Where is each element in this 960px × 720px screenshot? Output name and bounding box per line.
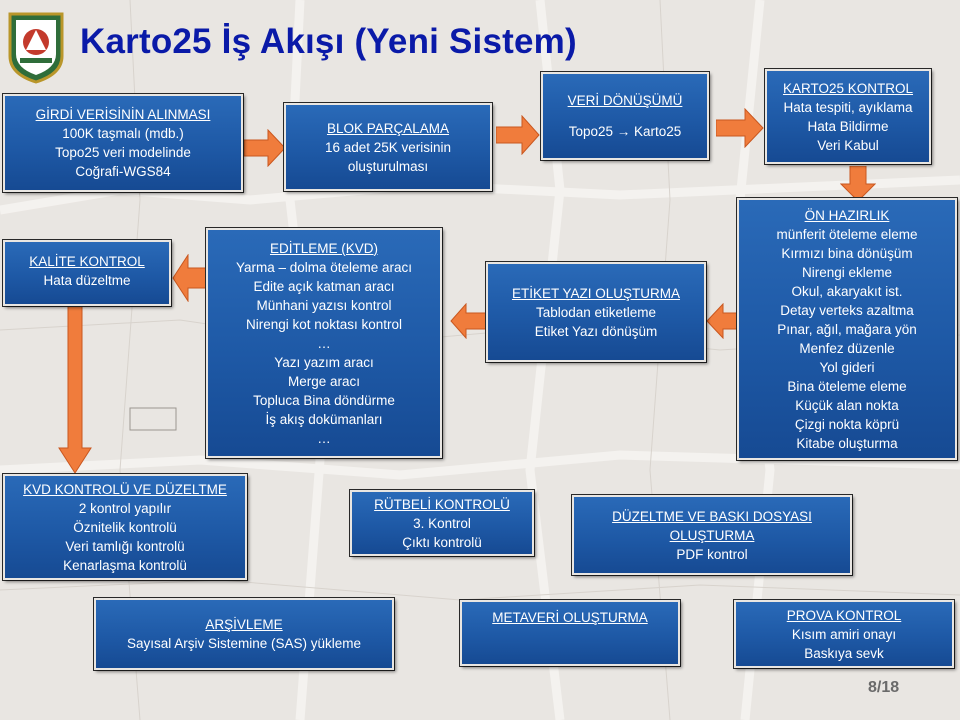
preparation-box: ÖN HAZIRLIK münferit öteleme eleme Kırmı… xyxy=(737,198,957,460)
box-title: ÖN HAZIRLIK xyxy=(804,207,890,223)
box-line: Kenarlaşma kontrolü xyxy=(63,557,187,573)
box-line: 3. Kontrol xyxy=(413,515,471,531)
box-line: … xyxy=(317,430,331,446)
box-line: Nirengi kot noktası kontrol xyxy=(245,316,403,332)
box-line: Topo25 → Karto25 xyxy=(568,124,682,139)
box-line: Topluca Bina döndürme xyxy=(253,392,395,408)
proof-control-box: PROVA KONTROL Kısım amiri onayı Baskıya … xyxy=(734,600,954,668)
box-line: Tablodan etiketleme xyxy=(535,304,657,320)
box-title: BLOK PARÇALAMA xyxy=(326,120,450,136)
box-line: Yazı yazım aracı xyxy=(274,354,374,370)
quality-control-box: KALİTE KONTROL Hata düzeltme xyxy=(3,240,171,306)
arrow-left-icon xyxy=(172,254,208,302)
box-line: Hata tespiti, ayıklama xyxy=(783,99,913,115)
box-title: KALİTE KONTROL xyxy=(29,254,145,269)
box-line: Çizgi nokta köprü xyxy=(794,416,900,432)
archive-box: ARŞİVLEME Sayısal Arşiv Sistemine (SAS) … xyxy=(94,598,394,670)
box-line: Okul, akaryakıt ist. xyxy=(791,283,903,299)
box-line: Topo25 veri modelinde xyxy=(55,145,191,160)
arrow-down-icon xyxy=(58,306,92,474)
page-title: Karto25 İş Akışı (Yeni Sistem) xyxy=(80,22,577,61)
karto25-control-box: KARTO25 KONTROL Hata tespiti, ayıklama H… xyxy=(765,69,931,164)
box-line: İş akış dokümanları xyxy=(265,411,383,427)
data-conversion-box: VERİ DÖNÜŞÜMÜ Topo25 → Karto25 xyxy=(541,72,709,160)
organization-logo xyxy=(8,12,64,84)
correction-print-box: DÜZELTME VE BASKI DOSYASI OLUŞTURMA PDF … xyxy=(572,495,852,575)
box-title: KARTO25 KONTROL xyxy=(782,80,914,96)
box-line: Merge aracı xyxy=(287,373,361,389)
box-line: Menfez düzenle xyxy=(799,340,895,356)
box-line: 100K taşmalı (mdb.) xyxy=(62,126,184,141)
box-line: Bina öteleme eleme xyxy=(787,378,907,394)
box-title: PROVA KONTROL xyxy=(786,607,902,623)
box-line: Pınar, ağıl, mağara yön xyxy=(777,321,917,337)
box-line: Hata düzeltme xyxy=(43,273,131,288)
box-line: Sayısal Arşiv Sistemine (SAS) yükleme xyxy=(126,636,362,651)
box-line: Veri tamlığı kontrolü xyxy=(65,538,185,554)
rank-control-box: RÜTBELİ KONTROLÜ 3. Kontrol Çıktı kontro… xyxy=(350,490,534,556)
box-line: Münhani yazısı kontrol xyxy=(256,297,392,313)
box-line: Edite açık katman aracı xyxy=(253,278,395,294)
box-line: … xyxy=(317,335,331,351)
box-title: GİRDİ VERİSİNİN ALINMASI xyxy=(35,107,211,122)
box-line: PDF kontrol xyxy=(676,546,748,562)
box-title: METAVERİ OLUŞTURMA xyxy=(492,610,648,625)
box-line: Yol gideri xyxy=(819,359,875,375)
arrow-left-icon xyxy=(450,303,488,339)
box-line: Baskıya sevk xyxy=(804,645,884,661)
box-line: oluşturulması xyxy=(347,158,429,174)
box-line: Veri Kabul xyxy=(817,137,879,153)
page-number: 8/18 xyxy=(868,679,900,696)
box-line: Detay verteks azaltma xyxy=(780,302,914,318)
box-line: 16 adet 25K verisinin xyxy=(324,139,452,155)
box-title: ARŞİVLEME xyxy=(205,617,283,632)
box-line: Kitabe oluşturma xyxy=(796,435,898,451)
editing-kvd-box: EDİTLEME (KVD) Yarma – dolma öteleme ara… xyxy=(206,228,442,458)
box-line: Kısım amiri onayı xyxy=(791,626,897,642)
arrow-right-icon xyxy=(716,108,764,148)
kvd-control-box: KVD KONTROLÜ VE DÜZELTME 2 kontrol yapıl… xyxy=(3,474,247,580)
box-title: KVD KONTROLÜ VE DÜZELTME xyxy=(23,481,227,497)
box-line: münferit öteleme eleme xyxy=(776,226,918,242)
input-data-box: GİRDİ VERİSİNİN ALINMASI 100K taşmalı (m… xyxy=(3,94,243,192)
box-line: Yarma – dolma öteleme aracı xyxy=(235,259,413,275)
box-title: ETİKET YAZI OLUŞTURMA xyxy=(511,285,681,301)
arrow-right-icon xyxy=(244,129,286,167)
box-line: Etiket Yazı dönüşüm xyxy=(534,323,658,339)
box-line: Coğrafi-WGS84 xyxy=(75,164,171,179)
metadata-box: METAVERİ OLUŞTURMA xyxy=(460,600,680,666)
block-split-box: BLOK PARÇALAMA 16 adet 25K verisinin olu… xyxy=(284,103,492,191)
arrow-down-icon xyxy=(840,166,876,202)
box-line: 2 kontrol yapılır xyxy=(78,500,172,516)
box-line: Nirengi ekleme xyxy=(801,264,893,280)
box-line: Kırmızı bina dönüşüm xyxy=(781,245,913,261)
arrow-right-icon xyxy=(496,115,540,155)
box-line: Çıktı kontrolü xyxy=(402,534,482,550)
box-title: EDİTLEME (KVD) xyxy=(269,240,378,256)
box-line: Küçük alan nokta xyxy=(795,397,899,413)
box-title: VERİ DÖNÜŞÜMÜ xyxy=(567,93,683,108)
box-title: RÜTBELİ KONTROLÜ xyxy=(374,496,510,512)
box-line: Öznitelik kontrolü xyxy=(73,519,177,535)
box-title: DÜZELTME VE BASKI DOSYASI OLUŞTURMA xyxy=(612,508,812,543)
box-line: Hata Bildirme xyxy=(807,118,889,134)
label-text-box: ETİKET YAZI OLUŞTURMA Tablodan etiketlem… xyxy=(486,262,706,362)
